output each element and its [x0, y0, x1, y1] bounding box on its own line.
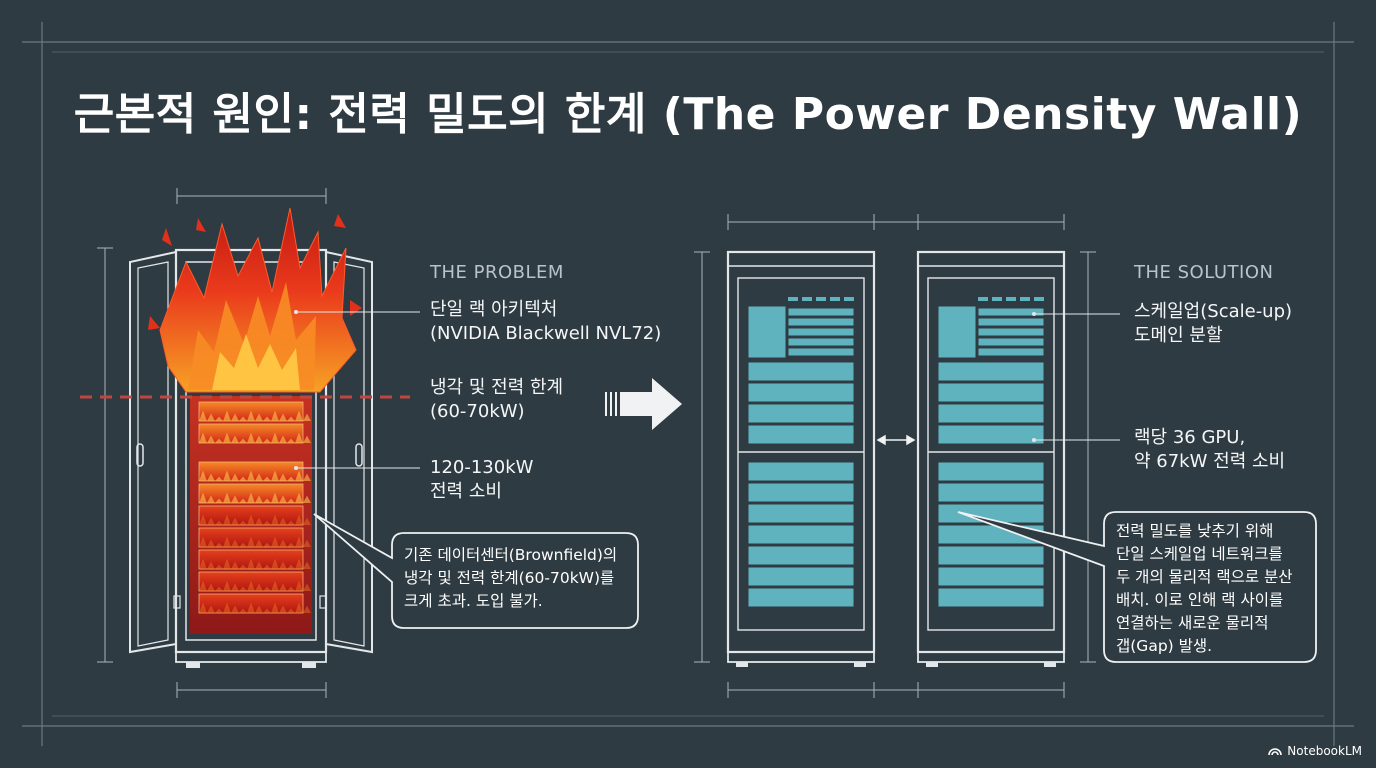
- split-racks-illustration: [726, 250, 1066, 667]
- gpu-module: [747, 587, 855, 608]
- gpu-module: [747, 382, 855, 403]
- solution-section-label: THE SOLUTION: [1134, 262, 1274, 283]
- hot-module: [198, 461, 311, 482]
- gpu-module: [747, 361, 855, 382]
- solution-callout-text: 전력 밀도를 낮추기 위해 단일 스케일업 네트워크를 두 개의 물리적 랙으로…: [1116, 522, 1293, 655]
- gpu-module: [747, 524, 855, 545]
- hot-module: [198, 527, 311, 548]
- gpu-module: [747, 503, 855, 524]
- hot-module: [198, 549, 311, 570]
- page-title: 근본적 원인: 전력 밀도의 한계 (The Power Density Wal…: [73, 89, 1303, 140]
- arrow-right-icon: [605, 378, 682, 430]
- solution-label-domain: 스케일업(Scale-up) 도메인 분할: [1134, 301, 1293, 346]
- problem-callout-bubble: [313, 513, 639, 629]
- gpu-module: [937, 461, 1045, 482]
- problem-label-limit: 냉각 및 전력 한계 (60-70kW): [430, 377, 564, 422]
- hot-module: [198, 401, 311, 422]
- hot-module: [198, 593, 311, 614]
- gpu-module: [747, 461, 855, 482]
- hot-module: [198, 423, 311, 444]
- problem-callout-text: 기존 데이터센터(Brownfield)의 냉각 및 전력 한계(60-70kW…: [404, 546, 618, 610]
- hot-rack-modules: [198, 401, 311, 614]
- notebooklm-icon: [1268, 748, 1283, 756]
- gpu-module: [747, 545, 855, 566]
- gpu-module: [937, 361, 1045, 382]
- gpu-module: [747, 424, 855, 445]
- gpu-module: [937, 566, 1045, 587]
- gpu-module: [937, 587, 1045, 608]
- gpu-module: [937, 545, 1045, 566]
- gpu-module: [747, 403, 855, 424]
- hot-module: [198, 505, 311, 526]
- hot-module: [198, 483, 311, 504]
- gpu-module: [747, 566, 855, 587]
- solution-rack-a: [726, 250, 876, 667]
- solution-rack-b: [916, 250, 1066, 667]
- gpu-module: [937, 403, 1045, 424]
- blueprint-frame: [22, 22, 1354, 746]
- problem-label-consumption: 120-130kW 전력 소비: [430, 457, 534, 502]
- brand-watermark: NotebookLM: [1268, 744, 1362, 758]
- solution-callout-bubble: [957, 511, 1317, 663]
- hot-module: [198, 571, 311, 592]
- problem-label-architecture: 단일 랙 아키텍처 (NVIDIA Blackwell NVL72): [430, 299, 662, 344]
- solution-label-gpu: 랙당 36 GPU, 약 67kW 전력 소비: [1134, 427, 1286, 472]
- rack-gap-arrow: [876, 434, 916, 446]
- problem-section-label: THE PROBLEM: [430, 262, 564, 283]
- gpu-module: [937, 382, 1045, 403]
- single-rack-illustration: [97, 188, 420, 698]
- gpu-module: [937, 424, 1045, 445]
- gpu-module: [747, 482, 855, 503]
- gpu-module: [937, 482, 1045, 503]
